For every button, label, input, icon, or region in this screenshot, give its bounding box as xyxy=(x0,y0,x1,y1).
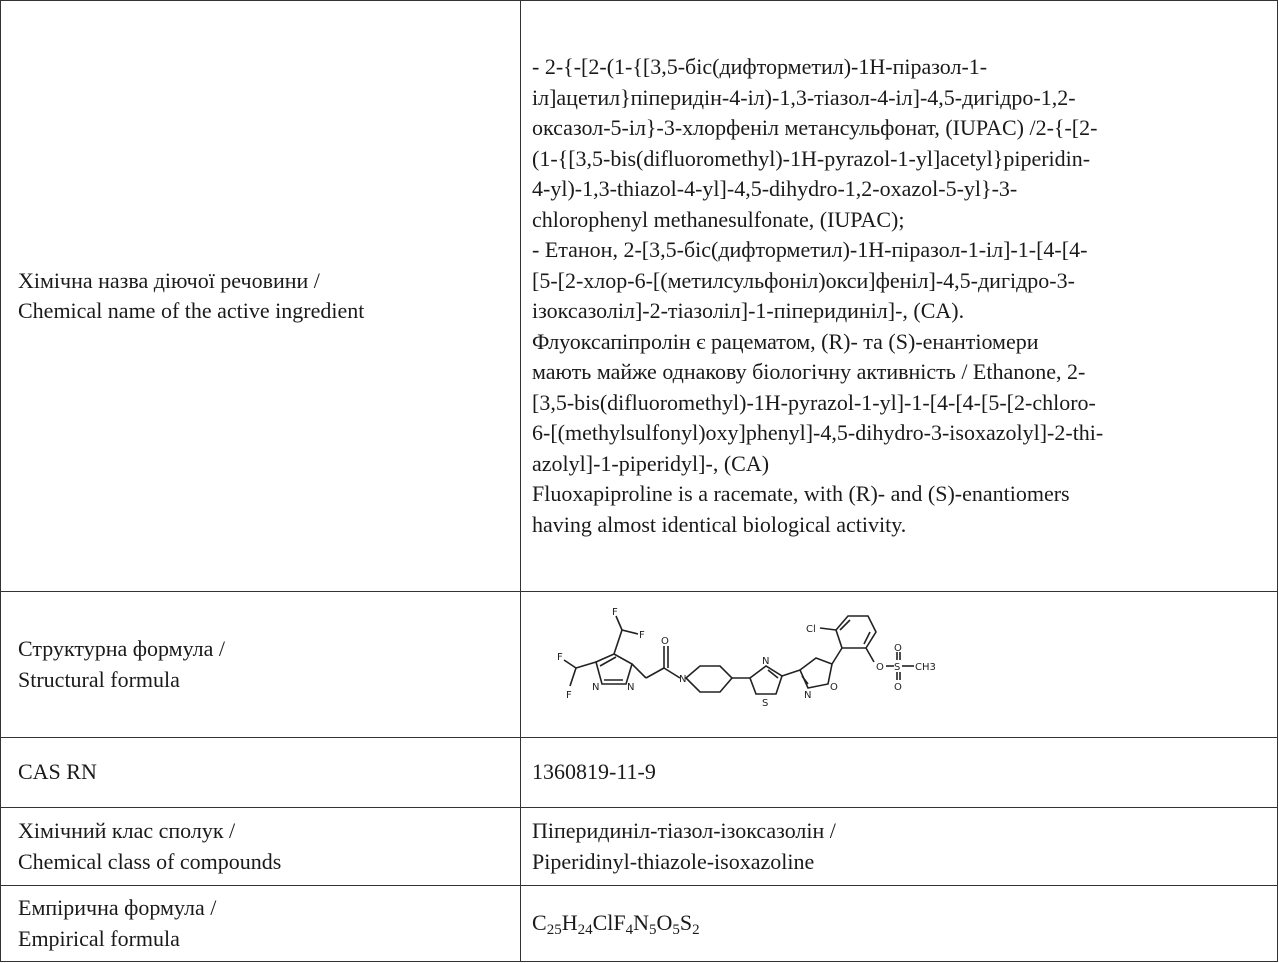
atom-label: F xyxy=(566,690,572,701)
atom-label: O xyxy=(876,662,884,673)
cas-number: 1360819-11-9 xyxy=(532,759,656,785)
atom-label: O xyxy=(894,643,902,654)
table-row-structural-formula: Структурна формула / Structural formula xyxy=(0,591,1278,738)
atom-label: F xyxy=(612,607,618,618)
value-line: [5-[2-хлор-6-[(метилсульфоніл)окси]феніл… xyxy=(532,267,1075,293)
atom-label: N xyxy=(679,674,686,685)
atom-label: O xyxy=(661,636,669,647)
atom-label: N xyxy=(762,656,769,667)
table-row-empirical-formula: Емпірична формула / Empirical formula C2… xyxy=(0,885,1278,962)
value-line: 4-yl)-1,3-thiazol-4-yl]-4,5-dihydro-1,2-… xyxy=(532,176,1018,201)
value-line: Piperidinyl-thiazole-isoxazoline xyxy=(532,848,815,874)
value-line: azolyl]-1-piperidyl]-, (CA) xyxy=(532,450,770,476)
value-line: ізоксазоліл]-2-тіазоліл]-1-піперидиніл]-… xyxy=(532,298,965,323)
value-cell-chemical-class: Піперидиніл-тіазол-ізоксазолін / Piperid… xyxy=(520,807,1278,886)
value-line: (1-{[3,5-bis(difluoromethyl)-1H-pyrazol-… xyxy=(532,145,1091,171)
value-cell-structural-formula: F F F F N N O N N S O N Cl O S O O xyxy=(520,591,1278,738)
atom-label: F xyxy=(557,652,563,663)
atom-label: O xyxy=(830,682,838,693)
atom-label: Cl xyxy=(806,624,816,635)
formula-subscript: 2 xyxy=(692,922,700,939)
label-line: Хімічний клас сполук / xyxy=(18,818,236,843)
formula-subscript: 4 xyxy=(625,922,634,939)
label-line: Chemical name of the active ingredient xyxy=(18,298,365,323)
label-line: Chemical class of compounds xyxy=(18,848,282,874)
value-cell-chemical-name: - 2-{-[2-(1-{[3,5-біс(дифторметил)-1H-пі… xyxy=(520,0,1278,592)
value-cell-empirical-formula: C25H24ClF4N5O5S2 xyxy=(520,885,1278,962)
value-line: іл]ацетил}піперидін-4-іл)-1,3-тіазол-4-і… xyxy=(532,84,1076,110)
label-line: Структурна формула / xyxy=(18,636,225,661)
formula-part: H xyxy=(561,910,578,936)
value-line: оксазол-5-іл}-3-хлорфеніл метансульфонат… xyxy=(532,115,1098,140)
empirical-formula: C25H24ClF4N5O5S2 xyxy=(532,908,1267,939)
label-cell-chemical-name: Хімічна назва діючої речовини / Chemical… xyxy=(0,0,521,592)
value-line: - 2-{-[2-(1-{[3,5-біс(дифторметил)-1H-пі… xyxy=(532,54,988,79)
atom-label: O xyxy=(894,682,902,693)
atom-label: F xyxy=(639,630,645,641)
formula-part: S xyxy=(679,910,693,936)
formula-subscript: 25 xyxy=(546,922,562,939)
formula-part: N xyxy=(633,910,649,936)
value-line: Fluoxapiproline is a racemate, with (R)-… xyxy=(532,481,1070,506)
structure-wrap: F F F F N N O N N S O N Cl O S O O xyxy=(532,592,1267,737)
formula-subscript: 5 xyxy=(672,922,680,939)
label-cell-cas: CAS RN xyxy=(0,737,521,808)
table-row-cas: CAS RN 1360819-11-9 xyxy=(0,737,1278,808)
value-line: [3,5-bis(difluoromethyl)-1H-pyrazol-1-yl… xyxy=(532,389,1096,415)
label-line: CAS RN xyxy=(18,759,97,785)
value-line: having almost identical biological activ… xyxy=(532,511,907,537)
atom-label: N xyxy=(627,682,634,693)
formula-part: O xyxy=(656,910,673,936)
atom-label: S xyxy=(762,698,768,709)
label-line: Empirical formula xyxy=(18,925,180,951)
label-line: Емпірична формула / xyxy=(18,895,217,920)
atom-label: N xyxy=(592,682,599,693)
atom-label: S xyxy=(894,662,900,673)
table-row-chemical-name: Хімічна назва діючої речовини / Chemical… xyxy=(0,0,1278,592)
structural-formula-image: F F F F N N O N N S O N Cl O S O O xyxy=(557,607,936,709)
value-cell-cas: 1360819-11-9 xyxy=(520,737,1278,808)
formula-part: C xyxy=(532,910,547,936)
value-line: Флуоксапіпролін є рацематом, (R)- та (S)… xyxy=(532,328,1039,354)
table-row-chemical-class: Хімічний клас сполук / Chemical class of… xyxy=(0,807,1278,886)
formula-subscript: 24 xyxy=(577,922,593,939)
value-line: мають майже однакову біологічну активніс… xyxy=(532,359,1086,384)
label-cell-chemical-class: Хімічний клас сполук / Chemical class of… xyxy=(0,807,521,886)
label-line: Хімічна назва діючої речовини / xyxy=(18,267,320,293)
formula-part: ClF xyxy=(592,910,626,936)
label-line: Structural formula xyxy=(18,666,180,692)
formula-subscript: 5 xyxy=(649,922,657,939)
value-line: chlorophenyl methanesulfonate, (IUPAC); xyxy=(532,206,905,232)
value-line: 6-[(methylsulfonyl)oxy]phenyl]-4,5-dihyd… xyxy=(532,420,1104,445)
atom-label: N xyxy=(804,690,811,701)
label-cell-structural-formula: Структурна формула / Structural formula xyxy=(0,591,521,738)
value-line: Піперидиніл-тіазол-ізоксазолін / xyxy=(532,818,836,843)
value-line: - Етанон, 2-[3,5-біс(дифторметил)-1H-пір… xyxy=(532,237,1088,262)
atom-label: CH3 xyxy=(915,662,936,673)
label-cell-empirical-formula: Емпірична формула / Empirical formula xyxy=(0,885,521,962)
